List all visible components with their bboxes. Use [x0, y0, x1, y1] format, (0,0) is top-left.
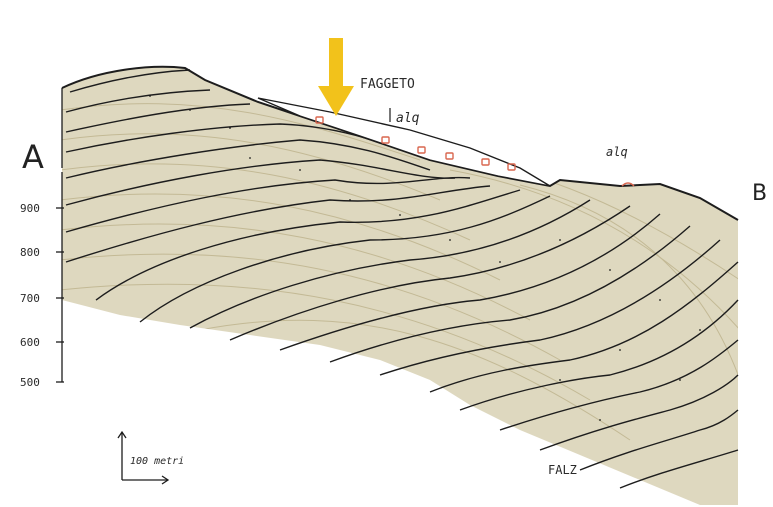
scale-label: 100 metri — [130, 456, 184, 467]
elevation-tick-800: 800 — [20, 246, 40, 259]
annotation-fault: FALZ — [548, 463, 577, 477]
section-label-b: B — [752, 181, 767, 206]
section-label-a: A — [22, 138, 44, 176]
annotation-alq-right: alq — [606, 145, 628, 159]
annotation-alq-main: alq — [396, 111, 420, 126]
elevation-tick-900: 900 — [20, 202, 40, 215]
elevation-tick-500: 500 — [20, 376, 40, 389]
elevation-tick-700: 700 — [20, 292, 40, 305]
elevation-tick-600: 600 — [20, 336, 40, 349]
annotation-forest: FAGGETO — [360, 77, 415, 92]
location-arrow — [318, 38, 354, 116]
